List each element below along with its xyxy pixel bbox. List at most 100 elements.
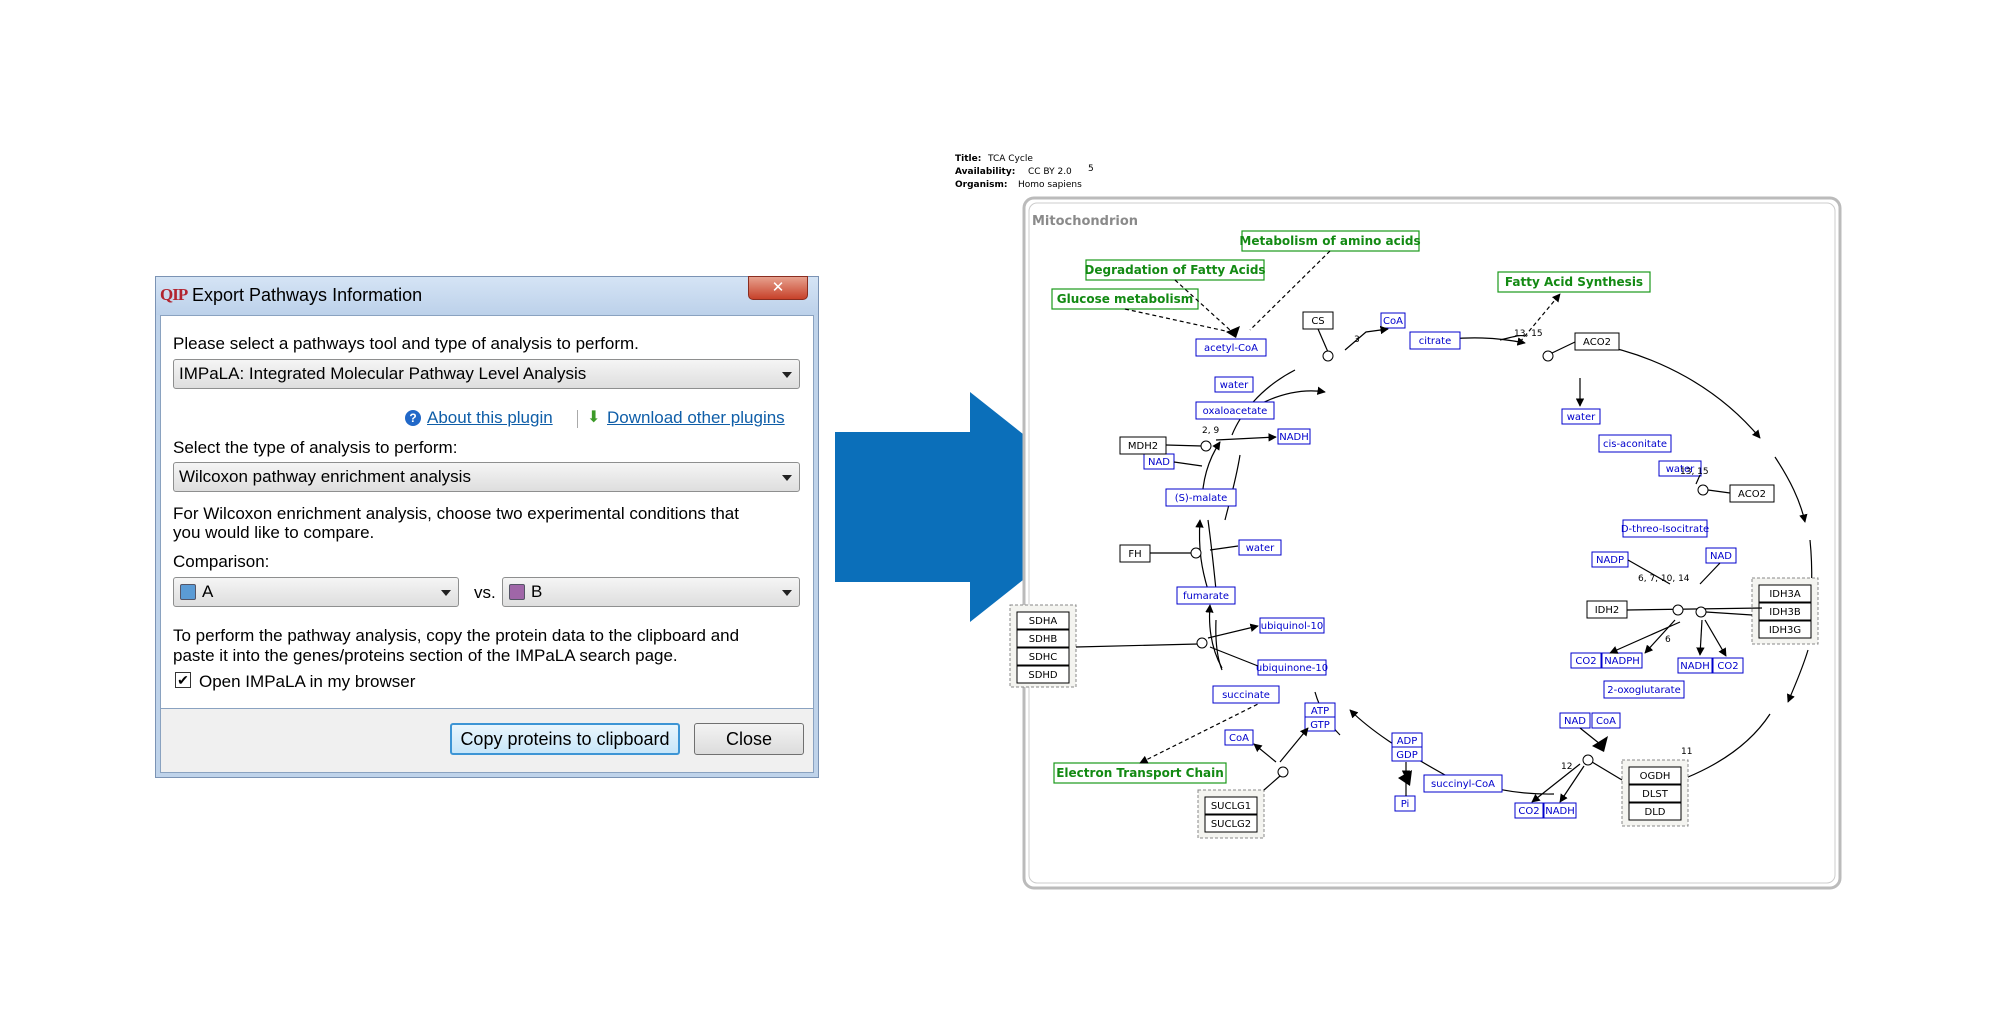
metabolite-2-oxoglutarate[interactable]: 2-oxoglutarate [1607, 685, 1681, 696]
help-icon[interactable]: ? [405, 410, 421, 426]
metabolite-water[interactable]: water [1567, 412, 1596, 423]
open-browser-checkbox[interactable]: ✔ [175, 672, 191, 688]
gene-cs[interactable]: CS [1311, 316, 1324, 327]
chevron-down-icon [441, 590, 451, 596]
instructions-line1: To perform the pathway analysis, copy th… [173, 626, 740, 645]
gene-suclg2[interactable]: SUCLG2 [1211, 819, 1251, 830]
export-pathways-dialog: QIP Export Pathways Information ✕ Please… [155, 276, 819, 778]
close-icon[interactable]: ✕ [748, 276, 808, 300]
gene-mdh2[interactable]: MDH2 [1128, 441, 1158, 452]
open-browser-label[interactable]: Open IMPaLA in my browser [199, 672, 416, 691]
pathway-electron-transport-chain[interactable]: Electron Transport Chain [1056, 766, 1224, 780]
metabolite-water[interactable]: water [1220, 380, 1249, 391]
metabolite-nadh[interactable]: NADH [1545, 806, 1575, 817]
gene-dlst[interactable]: DLST [1642, 789, 1669, 800]
gene-dld[interactable]: DLD [1645, 807, 1666, 818]
header-organism-label: Organism: [955, 180, 1007, 190]
gene-suclg1[interactable]: SUCLG1 [1211, 801, 1251, 812]
reaction-annotations: 3 13, 15 2, 9 13, 15 6, 7, 10, 14 6 12 1… [1202, 329, 1709, 772]
metabolite-coa[interactable]: CoA [1229, 733, 1249, 744]
pathway-degradation-fatty-acids[interactable]: Degradation of Fatty Acids [1084, 263, 1265, 277]
condition-b-select[interactable]: B [502, 577, 800, 607]
pathway-box[interactable] [1497, 271, 1651, 293]
analysis-type-select[interactable]: Wilcoxon pathway enrichment analysis [173, 462, 800, 492]
gene-idh3a[interactable]: IDH3A [1769, 589, 1801, 600]
intro-label: Please select a pathways tool and type o… [173, 334, 639, 353]
annotation: 6, 7, 10, 14 [1638, 574, 1690, 584]
metabolite-citrate[interactable]: citrate [1419, 336, 1452, 347]
metabolite-nad[interactable]: NAD [1564, 716, 1586, 727]
compartment-label: Mitochondrion [1032, 214, 1138, 229]
annotation: 13, 15 [1514, 329, 1543, 339]
metabolite-nad[interactable]: NAD [1710, 551, 1732, 562]
metabolite-coa[interactable]: CoA [1596, 716, 1616, 727]
gene-aco2[interactable]: ACO2 [1738, 489, 1766, 500]
annotation: 3 [1354, 335, 1360, 345]
reaction-links [1075, 325, 1763, 803]
metabolite-pi[interactable]: Pi [1401, 799, 1410, 810]
gene-idh2[interactable]: IDH2 [1595, 605, 1620, 616]
metabolite-succinyl-coa[interactable]: succinyl-CoA [1431, 779, 1495, 790]
gene-idh3g[interactable]: IDH3G [1769, 625, 1801, 636]
metabolite-water[interactable]: water [1666, 464, 1695, 475]
metabolite-s-malate[interactable]: (S)-malate [1175, 493, 1228, 504]
metabolite-succinate[interactable]: succinate [1222, 690, 1270, 701]
metabolite-nadh[interactable]: NADH [1279, 432, 1309, 443]
about-plugin-link[interactable]: About this plugin [427, 408, 553, 427]
gene-fh[interactable]: FH [1128, 549, 1141, 560]
pathway-box[interactable] [1241, 230, 1420, 252]
metabolite-nadh[interactable]: NADH [1680, 661, 1710, 672]
metabolite-acetyl-coa[interactable]: acetyl-CoA [1204, 343, 1258, 354]
wilcoxon-note-line2: you would like to compare. [173, 523, 375, 542]
metabolite-nadp[interactable]: NADP [1596, 555, 1624, 566]
analysis-type-label: Select the type of analysis to perform: [173, 438, 458, 457]
gene-idh3b[interactable]: IDH3B [1769, 607, 1801, 618]
metabolite-water[interactable]: water [1246, 543, 1275, 554]
cycle-arc [1786, 649, 1809, 703]
gene-ogdh[interactable]: OGDH [1640, 771, 1671, 782]
instructions-line2: paste it into the genes/proteins section… [173, 646, 678, 665]
download-plugins-link[interactable]: Download other plugins [607, 408, 785, 427]
metabolite-coa[interactable]: CoA [1383, 316, 1403, 327]
metabolite-nadph[interactable]: NADPH [1604, 656, 1640, 667]
metabolite-atp[interactable]: ATP [1311, 706, 1329, 717]
dialog-titlebar[interactable]: QIP Export Pathways Information ✕ [156, 276, 818, 315]
metabolite-nad[interactable]: NAD [1148, 457, 1170, 468]
copy-proteins-button[interactable]: Copy proteins to clipboard [450, 723, 680, 755]
pathway-fatty-acid-synthesis[interactable]: Fatty Acid Synthesis [1505, 275, 1643, 289]
condition-b-swatch [509, 584, 525, 600]
metabolite-adp[interactable]: ADP [1397, 736, 1418, 747]
metabolite-isocitrate[interactable]: D-threo-Isocitrate [1621, 524, 1709, 535]
pathway-link [1519, 293, 1561, 343]
metabolite-gtp[interactable]: GTP [1310, 720, 1330, 731]
close-button[interactable]: Close [694, 723, 804, 755]
metabolite-co2[interactable]: CO2 [1518, 806, 1539, 817]
cycle-arc [1499, 334, 1526, 341]
download-arrow-icon[interactable]: ⬇ [587, 409, 601, 426]
metabolite-fumarate[interactable]: fumarate [1183, 591, 1229, 602]
metabolite-co2[interactable]: CO2 [1575, 656, 1596, 667]
gene-sdhc[interactable]: SDHC [1029, 652, 1058, 663]
cycle-arc [1215, 619, 1223, 671]
gene-aco2[interactable]: ACO2 [1583, 337, 1611, 348]
mitochondrion-compartment [1022, 196, 1842, 890]
metabolite-gdp[interactable]: GDP [1396, 750, 1417, 761]
gene-sdhd[interactable]: SDHD [1028, 670, 1058, 681]
annotation: 11 [1681, 747, 1692, 757]
metabolite-oxaloacetate[interactable]: oxaloacetate [1203, 406, 1268, 417]
condition-a-select[interactable]: A [173, 577, 459, 607]
app-logo-icon: QIP [160, 285, 188, 304]
link-separator [577, 410, 578, 428]
metabolite-ubiquinone[interactable]: ubiquinone-10 [1256, 663, 1328, 674]
pathway-tool-value: IMPaLA: Integrated Molecular Pathway Lev… [179, 364, 587, 383]
gene-sdha[interactable]: SDHA [1029, 616, 1058, 627]
pathway-link [1174, 279, 1231, 331]
metabolite-ubiquinol[interactable]: ubiquinol-10 [1261, 621, 1324, 632]
pathway-glucose-metabolism[interactable]: Glucose metabolism [1057, 292, 1194, 306]
gene-sdhb[interactable]: SDHB [1029, 634, 1058, 645]
condition-a-value: A [202, 582, 214, 601]
pathway-tool-select[interactable]: IMPaLA: Integrated Molecular Pathway Lev… [173, 359, 800, 389]
metabolite-co2[interactable]: CO2 [1717, 661, 1738, 672]
pathway-metabolism-amino-acids[interactable]: Metabolism of amino acids [1239, 234, 1420, 248]
metabolite-cis-aconitate[interactable]: cis-aconitate [1603, 439, 1667, 450]
